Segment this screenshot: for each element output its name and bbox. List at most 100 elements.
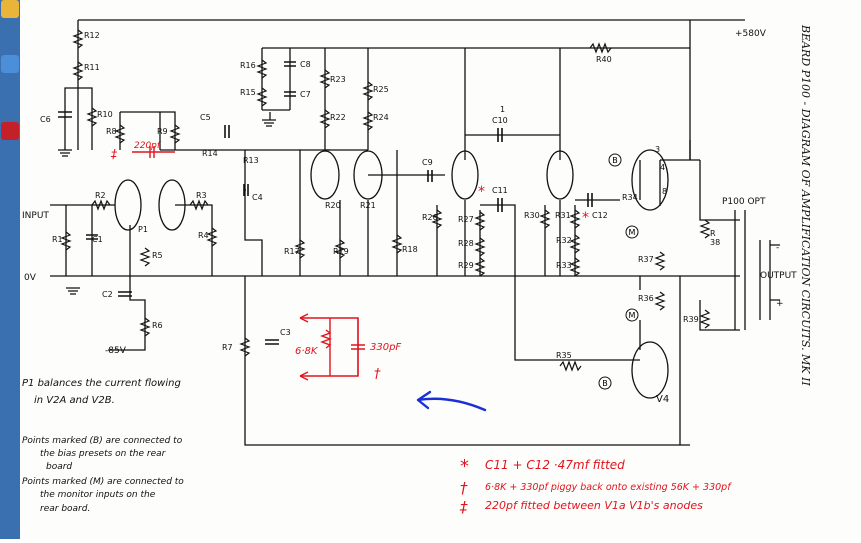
monitor-marker: M bbox=[629, 228, 636, 237]
label-r11: R11 bbox=[84, 63, 100, 72]
label-p1: P1 bbox=[138, 225, 148, 234]
label-r23: R23 bbox=[330, 75, 346, 84]
circuit-diagram: B M M B R12 R11 R10 R8 R9 R14 R16 R15 R2… bbox=[22, 19, 812, 516]
app-icon-1[interactable] bbox=[1, 0, 19, 18]
output-label: OUTPUT bbox=[760, 271, 797, 281]
label-c8: C8 bbox=[300, 60, 311, 69]
valve-v4-label: V4 bbox=[656, 394, 669, 405]
label-r19: R19 bbox=[333, 247, 349, 256]
label-r36: R36 bbox=[638, 294, 654, 303]
pin-4: 4 bbox=[660, 163, 665, 172]
monitor-note-line: rear board. bbox=[40, 504, 90, 514]
dagger-mark: ‡ bbox=[110, 147, 118, 161]
r-68k-label: 6·8K bbox=[295, 346, 319, 357]
label-r12: R12 bbox=[84, 31, 100, 40]
cross-mark: † bbox=[374, 367, 381, 382]
app-icon-3[interactable] bbox=[1, 122, 19, 140]
rail-labels: +580V -85V INPUT 0V P100 OPT OUTPUT - + bbox=[22, 29, 797, 356]
label-c7: C7 bbox=[300, 90, 311, 99]
label-r2: R2 bbox=[95, 191, 106, 200]
label-c11: C11 bbox=[492, 186, 508, 195]
diagram-title: BEARD P100 - DIAGRAM OF AMPLIFICATION CI… bbox=[799, 24, 812, 386]
label-r40: R40 bbox=[596, 55, 612, 64]
blue-arrow bbox=[416, 390, 487, 412]
label-r14: R14 bbox=[202, 149, 218, 158]
label-r22: R22 bbox=[330, 113, 346, 122]
legend-text: 6·8K + 330pf piggy back onto existing 56… bbox=[485, 482, 732, 493]
label-r3: R3 bbox=[196, 191, 207, 200]
p1-note-line: P1 balances the current flowing bbox=[22, 378, 181, 389]
label-r39: R39 bbox=[683, 315, 699, 324]
bias-note-line: board bbox=[46, 462, 72, 472]
label-r17: R17 bbox=[284, 247, 300, 256]
label-c5: C5 bbox=[200, 113, 211, 122]
component-labels: R12 R11 R10 R8 R9 R14 R16 R15 R23 R22 R2… bbox=[40, 31, 720, 405]
monitor-note-line: Points marked (M) are connected to bbox=[22, 477, 184, 487]
resistor-symbols bbox=[60, 29, 711, 372]
legend-text: 220pf fitted between V1a V1b's anodes bbox=[485, 499, 703, 512]
valve-v1a bbox=[114, 179, 142, 231]
monitor-note-line: the monitor inputs on the bbox=[40, 490, 156, 500]
valve-v3a bbox=[451, 150, 479, 200]
label-r5: R5 bbox=[152, 251, 163, 260]
bias-marker: B bbox=[602, 379, 608, 388]
taskbar bbox=[0, 0, 20, 539]
handwritten-notes: P1 balances the current flowing in V2A a… bbox=[22, 378, 184, 514]
label-r18: R18 bbox=[402, 245, 418, 254]
label-r31: R31 bbox=[555, 211, 571, 220]
label-r34: R34 bbox=[622, 193, 638, 202]
capacitor-symbols bbox=[58, 61, 593, 345]
wiring bbox=[50, 19, 780, 446]
schematic-sheet: B M M B R12 R11 R10 R8 R9 R14 R16 R15 R2… bbox=[20, 0, 861, 539]
label-r4: R4 bbox=[198, 231, 209, 240]
label-r37: R37 bbox=[638, 255, 654, 264]
label-c6: C6 bbox=[40, 115, 51, 124]
label-r16: R16 bbox=[240, 61, 256, 70]
valve-output-top bbox=[631, 149, 669, 211]
valve-v2b bbox=[353, 150, 383, 200]
label-c4: C4 bbox=[252, 193, 263, 202]
label-r28: R28 bbox=[458, 239, 474, 248]
app-icon-2[interactable] bbox=[1, 55, 19, 73]
label-r6: R6 bbox=[152, 321, 163, 330]
label-r20: R20 bbox=[325, 201, 341, 210]
label-r25: R25 bbox=[373, 85, 389, 94]
label-r10: R10 bbox=[97, 110, 113, 119]
label-r30: R30 bbox=[524, 211, 540, 220]
label-r27: R27 bbox=[458, 215, 474, 224]
bias-note-line: the bias presets on the rear bbox=[40, 449, 167, 459]
label-c10: C10 bbox=[492, 116, 508, 125]
label-c1: C1 bbox=[92, 235, 103, 244]
valve-v2a bbox=[310, 150, 340, 200]
label-r24: R24 bbox=[373, 113, 389, 122]
valve-v1b bbox=[158, 179, 186, 231]
input-label: INPUT bbox=[22, 211, 49, 221]
label-c9: C9 bbox=[422, 158, 433, 167]
legend-symbol: ‡ bbox=[459, 498, 468, 516]
label-c3: C3 bbox=[280, 328, 291, 337]
minus-terminal: - bbox=[776, 243, 779, 253]
test-points: B M M B bbox=[598, 153, 639, 390]
label-c12: C12 bbox=[592, 211, 608, 220]
p1-note-line: in V2A and V2B. bbox=[34, 395, 115, 406]
legend-symbol: * bbox=[460, 456, 469, 477]
plus-terminal: + bbox=[776, 299, 784, 309]
label-r8: R8 bbox=[106, 127, 117, 136]
legend-symbol: † bbox=[460, 479, 468, 497]
label-c10-note: 1 bbox=[500, 105, 505, 114]
label-r35: R35 bbox=[556, 351, 572, 360]
label-r26: R26 bbox=[422, 213, 438, 222]
valve-v3b bbox=[546, 150, 574, 200]
label-r9: R9 bbox=[157, 127, 168, 136]
label-r1: R1 bbox=[52, 235, 63, 244]
bias-marker: B bbox=[612, 156, 618, 165]
pin-8: 8 bbox=[662, 187, 667, 196]
cap-220-label: 220pf bbox=[134, 141, 162, 151]
zero-volt-label: 0V bbox=[24, 273, 37, 283]
label-r29: R29 bbox=[458, 261, 474, 270]
valves bbox=[114, 149, 669, 399]
label-r32: R32 bbox=[556, 236, 572, 245]
valve-v4 bbox=[631, 341, 669, 399]
ground-symbols bbox=[58, 119, 276, 295]
